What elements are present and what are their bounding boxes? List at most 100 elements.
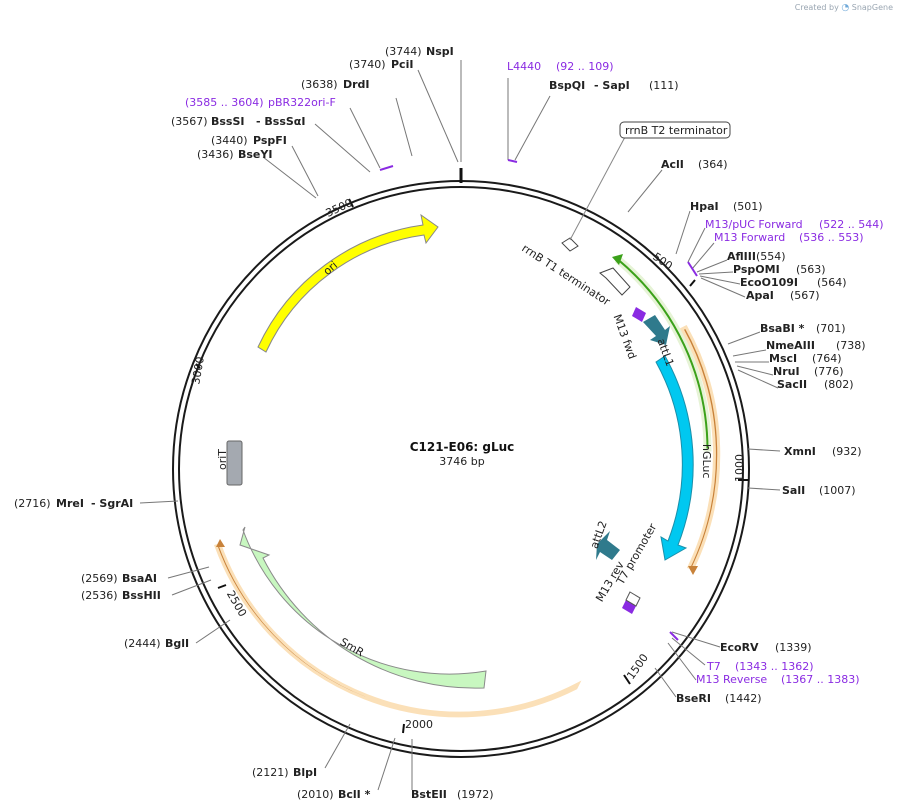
site-msci-name: MscI <box>769 352 797 365</box>
site-bsabi-name: BsaBI * <box>760 322 805 335</box>
site-nmeaiii-pos: (738) <box>836 339 866 352</box>
feature-rrnb-t2-leader <box>569 136 626 241</box>
site-m13-forward-name: M13 Forward <box>714 231 785 244</box>
site-eco0109i-name: EcoO109I <box>740 276 798 289</box>
site-bsssi-pos: (3567) <box>171 115 208 128</box>
feature-rrnb-t1-arrow[interactable] <box>599 267 631 296</box>
site-nrui-pos: (776) <box>814 365 844 378</box>
primer-m13-rev-marker[interactable] <box>622 600 636 614</box>
site-nspi-name: NspI <box>426 45 454 58</box>
feature-orange-bar-left <box>214 543 582 718</box>
feature-orange-arrowhead-right <box>688 566 698 575</box>
site-acli-name: AclI <box>661 158 684 171</box>
plasmid-length: 3746 bp <box>439 455 484 468</box>
site-sacii-pos: (802) <box>824 378 854 391</box>
site-xmni-pos: (932) <box>832 445 862 458</box>
site-m13-puc-forward-pos: (522 .. 544) <box>819 218 884 231</box>
site-nrui-name: NruI <box>773 365 800 378</box>
feature-green-bar <box>614 255 712 452</box>
site-pcii-pos: (3740) <box>349 58 386 71</box>
created-by-snapgene: Created by ◔ SnapGene <box>795 3 893 13</box>
snapgene-logo-icon: ◔ <box>841 3 850 13</box>
site-sali-name: SalI <box>782 484 805 497</box>
site-bgli-pos: (2444) <box>124 637 161 650</box>
feature-smr-arrow[interactable] <box>239 526 487 689</box>
feature-green-arrowhead <box>612 254 623 265</box>
site-sgrai-name: - SgrAI <box>91 497 133 510</box>
site-ecorv-pos: (1339) <box>775 641 812 654</box>
feature-orit-box[interactable] <box>226 440 243 486</box>
tick-label-2000: 2000 <box>405 718 433 731</box>
feature-rrnb-t2-label: rrnB T2 terminator <box>625 124 728 137</box>
site-pcii-name: PciI <box>391 58 413 71</box>
site-pspomi-name: PspOMI <box>733 263 780 276</box>
tick-marks <box>195 198 749 734</box>
site-bspqi-name: BspQI <box>549 79 585 92</box>
primer-m13-fwd-marker[interactable] <box>632 307 646 322</box>
primer-site-ticks <box>379 159 698 641</box>
site-bspqi-pos: (111) <box>649 79 679 92</box>
site-bseri-pos: (1442) <box>725 692 762 705</box>
site-bsssi-name: BssSI <box>211 115 245 128</box>
site-bsteii-name: BstEII <box>411 788 447 801</box>
site-bsssai-name: - BssSαI <box>256 115 305 128</box>
site-bsaai-name: BsaAI <box>122 572 157 585</box>
site-nmeaiii-name: NmeAIII <box>766 339 815 352</box>
site-bsteii-pos: (1972) <box>457 788 494 801</box>
site-blpi-pos: (2121) <box>252 766 289 779</box>
site-l4440-pos: (92 .. 109) <box>556 60 614 73</box>
site-blpi-name: BlpI <box>293 766 317 779</box>
feature-m13-fwd-label: M13 fwd <box>611 313 639 361</box>
site-pspfi-name: PspFI <box>253 134 287 147</box>
site-hpai-name: HpaI <box>690 200 719 213</box>
feature-attl2-arrow[interactable] <box>596 531 620 560</box>
feature-orit-label: oriT <box>216 449 229 470</box>
site-acli-pos: (364) <box>698 158 728 171</box>
site-bcli-name: BclI * <box>338 788 371 801</box>
site-apai-pos: (567) <box>790 289 820 302</box>
site-bseri-name: BseRI <box>676 692 711 705</box>
site-bseyi-name: BseYI <box>238 148 272 161</box>
site-mrei-name: MreI <box>56 497 84 510</box>
feature-rrnb-t2-arrow[interactable] <box>561 237 579 252</box>
site-afliii-name: AflIII <box>727 250 756 263</box>
site-bsabi-pos: (701) <box>816 322 846 335</box>
site-drdi-name: DrdI <box>343 78 370 91</box>
site-apai-name: ApaI <box>746 289 774 302</box>
site-t7-pos: (1343 .. 1362) <box>735 660 814 673</box>
site-pspfi-pos: (3440) <box>211 134 248 147</box>
created-by-text: Created by <box>794 3 839 12</box>
feature-ori-arrow[interactable] <box>257 213 439 353</box>
site-m13-reverse-name: M13 Reverse <box>696 673 767 686</box>
site-drdi-pos: (3638) <box>301 78 338 91</box>
site-l4440-name: L4440 <box>507 60 541 73</box>
site-m13-forward-pos: (536 .. 553) <box>799 231 864 244</box>
site-sapi-name: - SapI <box>594 79 630 92</box>
feature-rrnb-t2-box[interactable] <box>619 121 731 139</box>
site-bsshii-name: BssHII <box>122 589 161 602</box>
site-xmni-name: XmnI <box>784 445 816 458</box>
site-pbr322ori-f-name: pBR322ori-F <box>268 96 336 109</box>
snapgene-app-name: SnapGene <box>851 3 893 12</box>
site-bsshii-pos: (2536) <box>81 589 118 602</box>
site-m13-puc-forward-name: M13/pUC Forward <box>705 218 803 231</box>
site-bsaai-pos: (2569) <box>81 572 118 585</box>
site-sacii-name: SacII <box>777 378 807 391</box>
feature-hgluc-arrow[interactable] <box>655 355 694 561</box>
feature-hgluc-label: hGLuc <box>700 444 713 478</box>
tick-label-3500: 3500 <box>324 196 355 220</box>
feature-attl1-arrow[interactable] <box>643 315 670 345</box>
site-bseyi-pos: (3436) <box>197 148 234 161</box>
site-leader-lines <box>139 60 781 791</box>
site-sali-pos: (1007) <box>819 484 856 497</box>
site-mrei-pos: (2716) <box>14 497 51 510</box>
site-afliii-pos: (554) <box>756 250 786 263</box>
site-pspomi-pos: (563) <box>796 263 826 276</box>
tick-label-1000: 1000 <box>733 454 746 482</box>
site-msci-pos: (764) <box>812 352 842 365</box>
feature-t7-promoter-arrow[interactable] <box>625 591 641 607</box>
backbone-inner-strand <box>178 186 744 752</box>
site-bcli-pos: (2010) <box>297 788 334 801</box>
site-bgli-name: BglI <box>165 637 189 650</box>
